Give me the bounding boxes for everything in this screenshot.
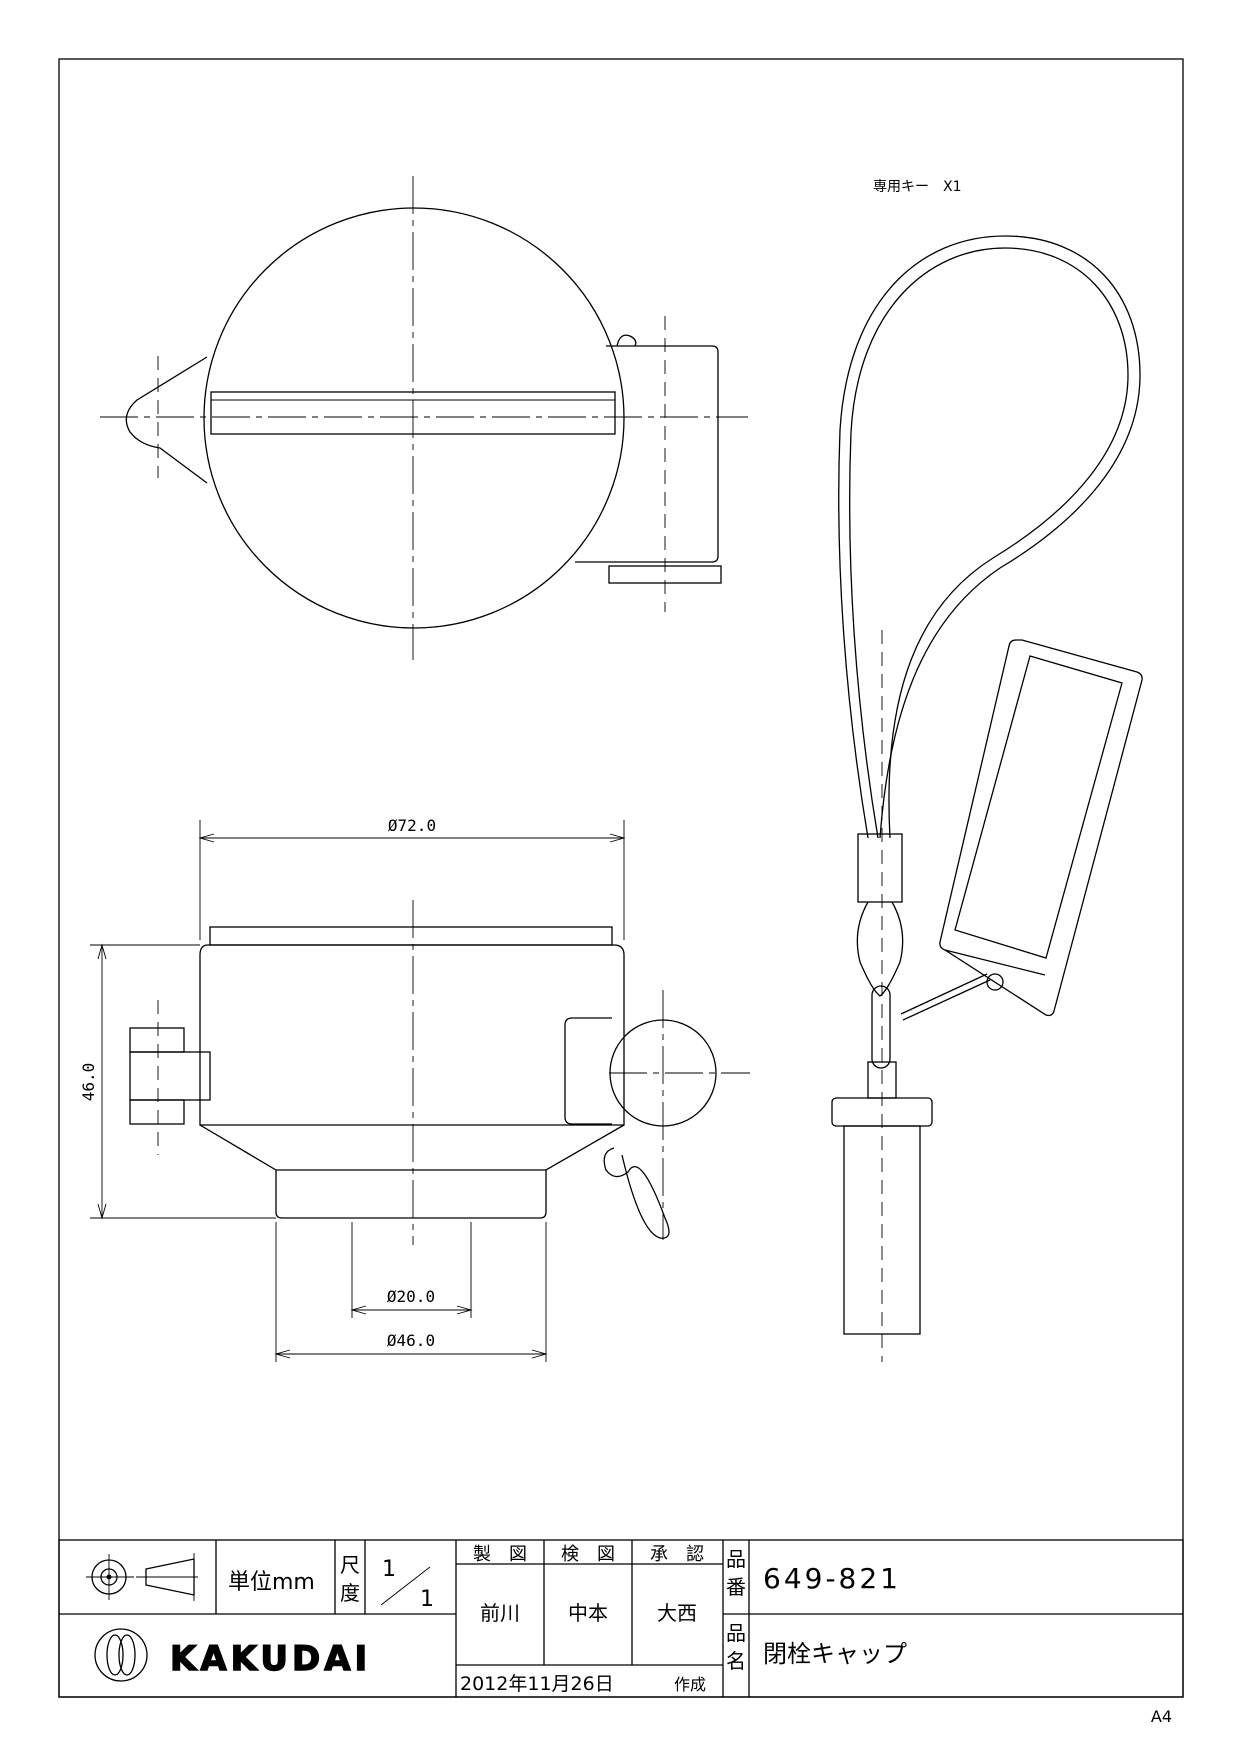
- side-nut-top: [129, 1027, 185, 1053]
- lanyard-loop: [603, 1147, 670, 1239]
- key-tag-window: [954, 655, 1123, 959]
- brand-name: KAKUDAI: [170, 1639, 371, 1679]
- part-name: 閉栓キャップ: [763, 1640, 907, 1668]
- tag-link: [902, 979, 991, 1021]
- side-nut-bottom: [129, 1099, 185, 1125]
- date-suffix: 作成: [674, 1675, 706, 1694]
- side-tab-outline: [125, 356, 208, 484]
- cord-sleeve: [857, 833, 903, 903]
- part-no-label-1: 品: [726, 1547, 746, 1571]
- name-drawn: 前川: [480, 1601, 520, 1625]
- name-approved: 大西: [657, 1601, 697, 1625]
- hinge-block: [575, 345, 719, 563]
- cap-top-circle: [203, 207, 625, 629]
- key-ring: [871, 985, 891, 1069]
- cap-lid-rim: [209, 926, 613, 946]
- scale-label-2: 度: [340, 1581, 360, 1605]
- kakudai-logo-icon: [94, 1628, 148, 1682]
- top-view: [100, 176, 748, 660]
- col-checked: 検 図: [561, 1544, 615, 1565]
- dim-inner-diameter: Ø20.0: [387, 1287, 435, 1306]
- key-cord-outer: [838, 235, 1141, 839]
- key-tag-outline: [939, 639, 1143, 1017]
- col-drawn: 製 図: [473, 1544, 527, 1565]
- title-block-frame: [58, 1539, 1184, 1698]
- dim-arrows-inner: [350, 1305, 473, 1315]
- dim-arrows-top: [198, 833, 626, 843]
- drawing-date: 2012年11月26日: [460, 1673, 614, 1695]
- scale-label-1: 尺: [340, 1553, 360, 1577]
- special-key-view: 専用キー X1: [831, 179, 1143, 1362]
- cap-spigot: [275, 1170, 547, 1219]
- cord-eye: [856, 901, 904, 997]
- col-approved: 承 認: [650, 1544, 704, 1565]
- tag-link-2: [900, 973, 988, 1015]
- dim-arrows-height: [97, 943, 107, 1220]
- dim-arrows-bottom: [274, 1349, 548, 1359]
- side-nut-mid: [129, 1051, 211, 1101]
- scale-denominator: 1: [420, 1587, 434, 1612]
- key-cord-inner: [849, 247, 1129, 839]
- cap-body: [199, 944, 625, 1126]
- drawing-border: [58, 58, 1184, 1698]
- projection-symbol-icon: [86, 1553, 198, 1601]
- hinge-knob: [616, 334, 637, 347]
- scale-numerator: 1: [382, 1557, 396, 1582]
- dim-bottom-diameter: Ø46.0: [387, 1331, 435, 1350]
- dim-top-diameter: Ø72.0: [388, 816, 436, 835]
- name-checked: 中本: [568, 1601, 608, 1625]
- key-tag-base: [944, 949, 1046, 976]
- part-name-label-2: 名: [726, 1649, 746, 1673]
- front-view: Ø72.0 46.0 Ø20.0 Ø46.0: [79, 816, 750, 1362]
- part-name-label-1: 品: [726, 1621, 746, 1645]
- paper-size: A4: [1151, 1707, 1172, 1726]
- cap-taper: [199, 1124, 625, 1171]
- part-number: 649-821: [763, 1562, 901, 1595]
- hinge-block-front: [564, 1017, 612, 1125]
- unit-label: 単位mm: [228, 1570, 315, 1595]
- part-no-label-2: 番: [726, 1575, 746, 1599]
- key-quantity-note: 専用キー X1: [873, 179, 962, 195]
- dim-height: 46.0: [79, 1063, 98, 1102]
- scale-divider: [380, 1566, 431, 1606]
- title-block: 単位mm 尺 度 1 1 製 図 検 図 承 認 前川 中本 大西 品 番 64…: [58, 1539, 1184, 1698]
